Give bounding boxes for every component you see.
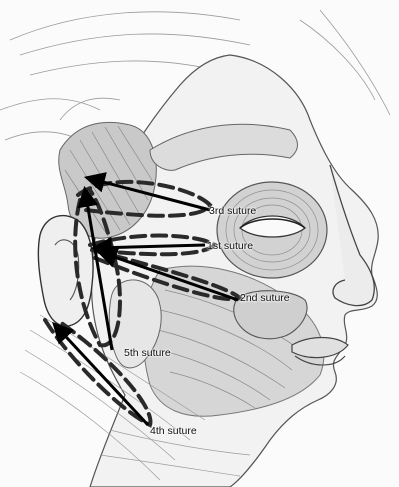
suture-3-label: 3rd suture — [209, 205, 256, 217]
suture-2-label: 2nd suture — [240, 292, 290, 304]
suture-4-label: 4th suture — [150, 425, 197, 437]
suture-5-label: 5th suture — [124, 347, 171, 359]
suture-1-label: 1st suture — [207, 240, 253, 252]
